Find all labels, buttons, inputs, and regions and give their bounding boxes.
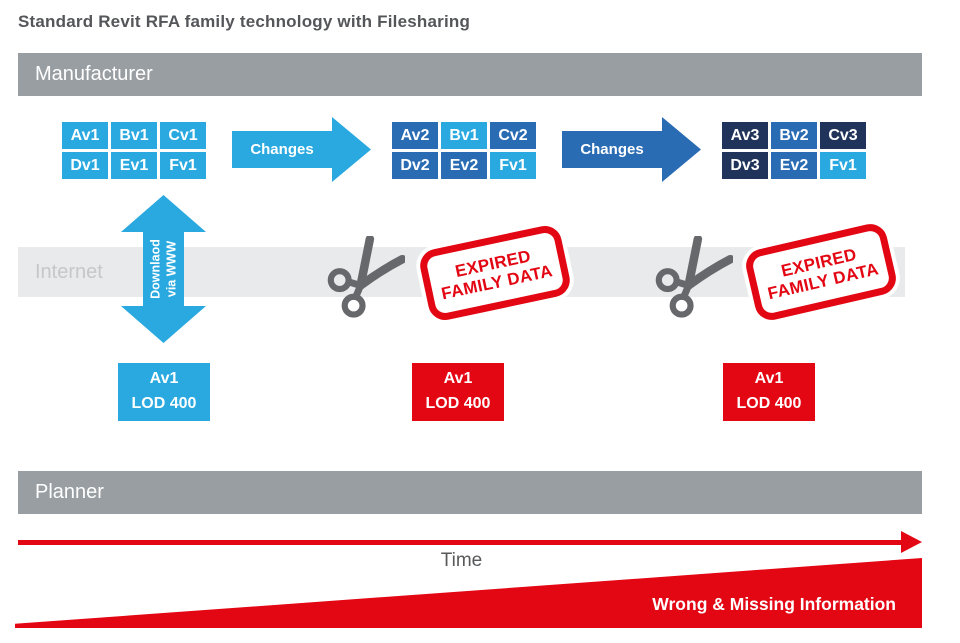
expired-stamp-1: EXPIRED FAMILY DATA xyxy=(417,222,573,324)
double-arrow-icon xyxy=(121,195,206,343)
grid-cell: Dv1 xyxy=(62,152,108,179)
lod-box-3: Av1 LOD 400 xyxy=(723,363,815,421)
lod-box-2: Av1 LOD 400 xyxy=(412,363,504,421)
manufacturer-lane: Manufacturer xyxy=(18,53,922,96)
expired-stamp-text: EXPIRED FAMILY DATA xyxy=(765,244,881,304)
right-arrow-icon xyxy=(562,117,701,182)
right-arrow-icon xyxy=(232,117,371,182)
grid-cell: Ev1 xyxy=(111,152,157,179)
expired-stamp-2: EXPIRED FAMILY DATA xyxy=(742,220,900,324)
grid-cell: Cv2 xyxy=(490,122,536,149)
changes-arrow-1: Changes xyxy=(232,117,371,182)
family-grid-v1: Av1 Bv1 Cv1 Dv1 Ev1 Fv1 xyxy=(62,122,206,179)
changes-arrow-label: Changes xyxy=(250,141,314,158)
grid-cell: Bv1 xyxy=(111,122,157,149)
grid-cell: Cv1 xyxy=(160,122,206,149)
diagram-title: Standard Revit RFA family technology wit… xyxy=(18,12,471,31)
expired-stamp-text: EXPIRED FAMILY DATA xyxy=(439,246,555,304)
download-arrow-label: Downlaod via WWW xyxy=(147,239,178,299)
family-grid-v3: Av3 Bv2 Cv3 Dv3 Ev2 Fv1 xyxy=(722,122,866,179)
grid-cell: Fv1 xyxy=(820,152,866,179)
time-arrow-line xyxy=(18,540,904,545)
grid-cell: Dv2 xyxy=(392,152,438,179)
grid-cell: Dv3 xyxy=(722,152,768,179)
download-arrow: Downlaod via WWW xyxy=(121,195,206,343)
lod-box-1: Av1 LOD 400 xyxy=(118,363,210,421)
grid-cell: Cv3 xyxy=(820,122,866,149)
grid-cell: Av1 xyxy=(62,122,108,149)
grid-cell: Av3 xyxy=(722,122,768,149)
scissors-icon-2 xyxy=(655,234,735,323)
time-arrow-head-icon xyxy=(901,531,922,553)
manufacturer-lane-label: Manufacturer xyxy=(35,63,153,85)
grid-cell: Bv1 xyxy=(441,122,487,149)
internet-lane-label: Internet xyxy=(35,260,103,283)
grid-cell: Bv2 xyxy=(771,122,817,149)
changes-arrow-2: Changes xyxy=(562,117,701,182)
grid-cell: Ev2 xyxy=(771,152,817,179)
scissors-icon-1 xyxy=(327,234,407,323)
missing-info-label: Wrong & Missing Information xyxy=(652,594,896,614)
grid-cell: Av2 xyxy=(392,122,438,149)
family-grid-v2: Av2 Bv1 Cv2 Dv2 Ev2 Fv1 xyxy=(392,122,536,179)
changes-arrow-label: Changes xyxy=(580,141,644,158)
planner-lane: Planner xyxy=(18,471,922,514)
time-label: Time xyxy=(440,550,483,571)
grid-cell: Fv1 xyxy=(160,152,206,179)
planner-lane-label: Planner xyxy=(35,481,104,503)
grid-cell: Fv1 xyxy=(490,152,536,179)
grid-cell: Ev2 xyxy=(441,152,487,179)
